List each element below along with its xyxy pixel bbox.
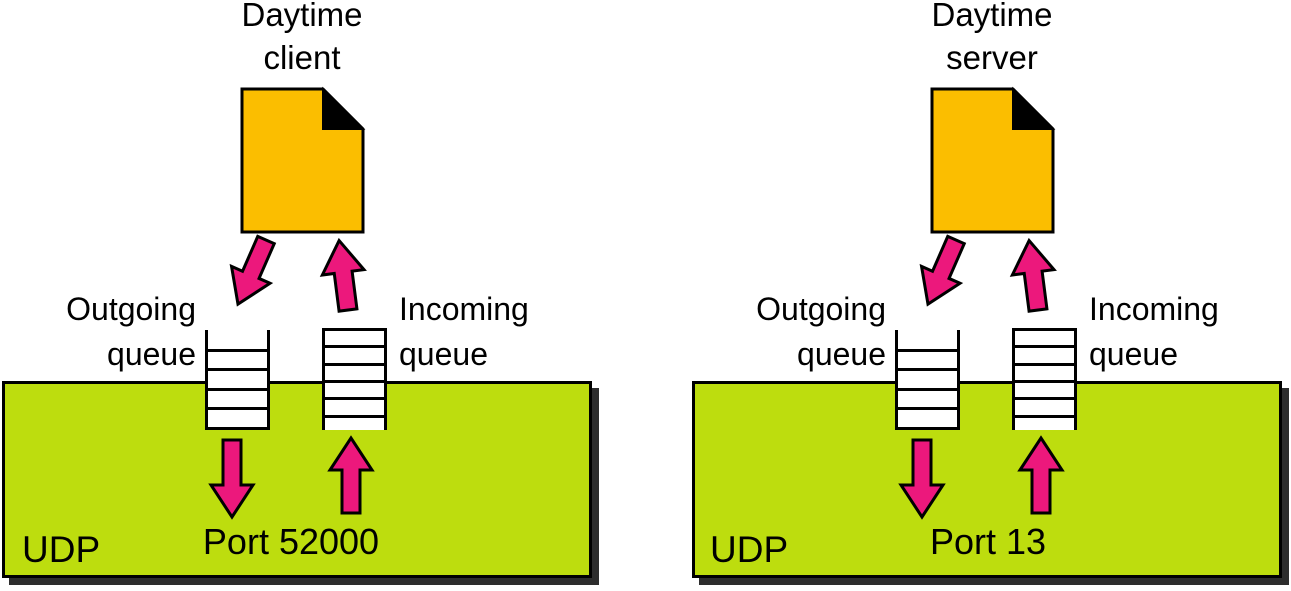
queue-cell bbox=[1015, 366, 1074, 384]
document-icon bbox=[930, 87, 1055, 234]
queue-cell bbox=[208, 348, 267, 369]
queue-cell bbox=[208, 407, 267, 427]
port-label-client: Port 52000 bbox=[202, 521, 380, 562]
queue-cell bbox=[208, 330, 267, 349]
queue-cell bbox=[898, 330, 957, 349]
client-title-line1: Daytime bbox=[241, 0, 363, 33]
outgoing-queue-label-server: Outgoing queue bbox=[720, 287, 886, 377]
queue-cell bbox=[208, 387, 267, 408]
queue-cell bbox=[208, 368, 267, 388]
queue-cell bbox=[325, 418, 384, 430]
server-title-line1: Daytime bbox=[931, 0, 1053, 33]
arrow-down-icon bbox=[919, 234, 967, 307]
queue-cell bbox=[898, 387, 957, 408]
queue-cell bbox=[1015, 400, 1074, 418]
incoming-queue-label-server: Incoming queue bbox=[1089, 287, 1289, 377]
queue-cell bbox=[325, 366, 384, 384]
port-label-server: Port 13 bbox=[929, 521, 1047, 562]
queue-cell bbox=[325, 383, 384, 401]
outgoing-queue-server bbox=[895, 330, 960, 430]
outgoing-label-line1: Outgoing bbox=[756, 291, 886, 327]
outgoing-queue-label-client: Outgoing queue bbox=[30, 287, 196, 377]
document-icon bbox=[240, 87, 365, 234]
queue-cell bbox=[325, 331, 384, 349]
outgoing-label-line2: queue bbox=[107, 336, 196, 372]
queue-cell bbox=[1015, 383, 1074, 401]
incoming-label-line1: Incoming bbox=[1089, 291, 1219, 327]
incoming-queue-server bbox=[1012, 328, 1077, 430]
queue-cell bbox=[325, 348, 384, 366]
client-title-line2: client bbox=[263, 39, 341, 76]
queue-cell bbox=[898, 348, 957, 369]
document-fold-icon bbox=[322, 86, 366, 130]
queue-cell bbox=[325, 400, 384, 418]
protocol-label-server: UDP bbox=[710, 529, 789, 570]
document-fold-icon bbox=[1012, 86, 1056, 130]
arrow-up-icon bbox=[1009, 237, 1057, 313]
incoming-label-line1: Incoming bbox=[399, 291, 529, 327]
udp-box-client bbox=[2, 381, 592, 578]
incoming-label-line2: queue bbox=[399, 336, 488, 372]
outgoing-queue-client bbox=[205, 330, 270, 430]
arrow-down-icon bbox=[229, 234, 277, 307]
queue-cell bbox=[898, 407, 957, 427]
server-title: Daytime server bbox=[842, 0, 1142, 79]
queue-cell bbox=[1015, 331, 1074, 349]
arrow-up-icon bbox=[319, 237, 367, 313]
outgoing-label-line2: queue bbox=[797, 336, 886, 372]
server-title-line2: server bbox=[946, 39, 1038, 76]
incoming-queue-label-client: Incoming queue bbox=[399, 287, 599, 377]
outgoing-label-line1: Outgoing bbox=[66, 291, 196, 327]
queue-cell bbox=[1015, 348, 1074, 366]
udp-box-server bbox=[692, 381, 1282, 578]
incoming-queue-client bbox=[322, 328, 387, 430]
queue-cell bbox=[1015, 418, 1074, 430]
client-title: Daytime client bbox=[152, 0, 452, 79]
protocol-label-client: UDP bbox=[22, 529, 101, 570]
incoming-label-line2: queue bbox=[1089, 336, 1178, 372]
queue-cell bbox=[898, 368, 957, 388]
